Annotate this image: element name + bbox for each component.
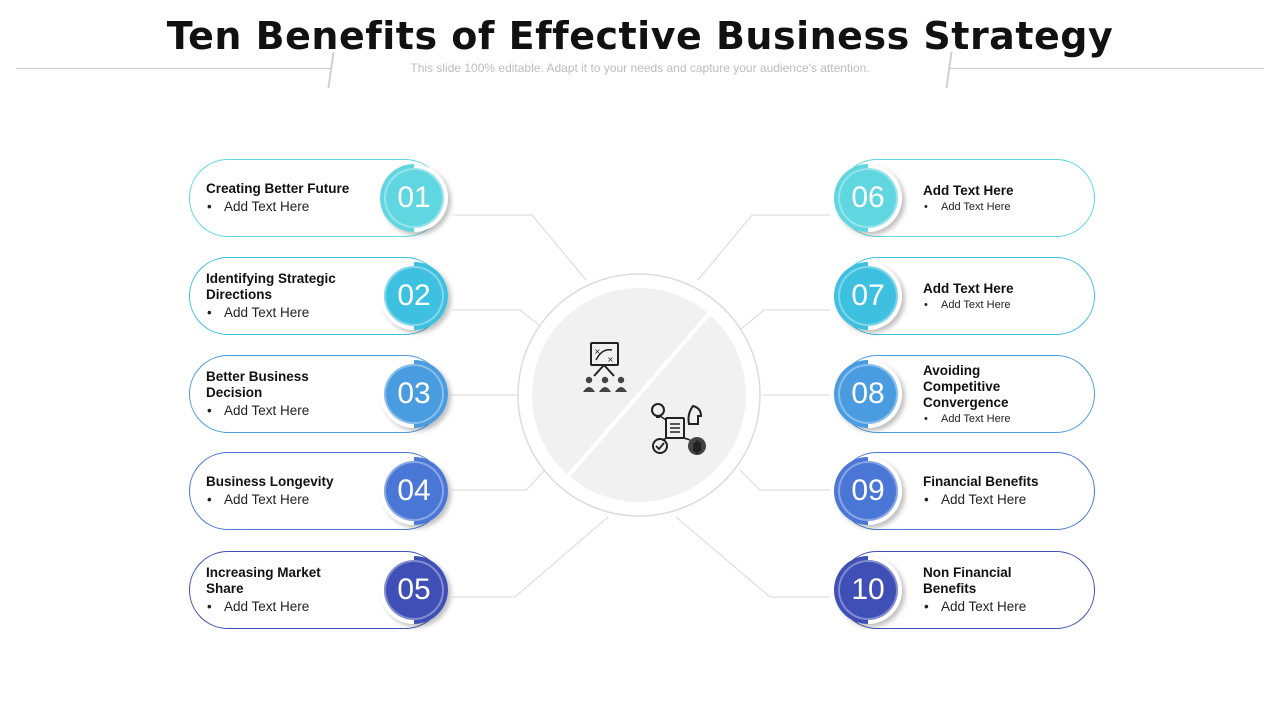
badge-number: 04 <box>384 461 444 521</box>
business-planning-icon: $ <box>651 403 706 455</box>
badge-number: 01 <box>384 168 444 228</box>
number-badge-10: 10 <box>834 556 902 624</box>
number-badge-04: 04 <box>380 457 448 525</box>
benefit-bullet: Add Text Here <box>206 402 386 419</box>
badge-number: 09 <box>838 461 898 521</box>
benefit-card-text: Avoiding Competitive Convergence Add Tex… <box>923 356 1093 432</box>
benefit-heading: Creating Better Future <box>206 181 350 196</box>
benefit-bullet: Add Text Here <box>923 200 1093 214</box>
connector-05 <box>452 516 609 598</box>
connector-10 <box>675 516 830 598</box>
badge-number: 10 <box>838 560 898 620</box>
svg-text:$: $ <box>693 440 701 454</box>
benefit-heading: Increasing Market Share <box>206 565 321 596</box>
number-badge-02: 02 <box>380 262 448 330</box>
connector-01 <box>452 214 587 281</box>
badge-number: 08 <box>838 364 898 424</box>
benefit-card-text: Better Business Decision Add Text Here <box>206 356 386 432</box>
badge-number: 06 <box>838 168 898 228</box>
benefit-heading: Avoiding Competitive Convergence <box>923 362 1009 410</box>
number-badge-03: 03 <box>380 360 448 428</box>
benefit-card-text: Add Text Here Add Text Here <box>923 258 1093 334</box>
svg-text:×: × <box>594 347 601 356</box>
benefit-bullet: Add Text Here <box>923 298 1093 312</box>
badge-number: 02 <box>384 266 444 326</box>
benefit-card-text: Financial Benefits Add Text Here <box>923 453 1093 529</box>
number-badge-07: 07 <box>834 262 902 330</box>
benefit-bullet: Add Text Here <box>206 198 386 215</box>
number-badge-08: 08 <box>834 360 902 428</box>
number-badge-01: 01 <box>380 164 448 232</box>
benefit-heading: Add Text Here <box>923 280 1014 296</box>
slide-header: Ten Benefits of Effective Business Strat… <box>0 0 1280 100</box>
benefit-bullet: Add Text Here <box>206 491 386 508</box>
number-badge-05: 05 <box>380 556 448 624</box>
benefit-bullet: Add Text Here <box>923 412 1093 426</box>
slide-subtitle: This slide 100% editable. Adapt it to yo… <box>410 61 870 75</box>
benefit-card-text: Increasing Market Share Add Text Here <box>206 552 386 628</box>
header-rule-right <box>950 68 1264 69</box>
number-badge-06: 06 <box>834 164 902 232</box>
slide-title: Ten Benefits of Effective Business Strat… <box>166 14 1114 58</box>
benefit-card-text: Business Longevity Add Text Here <box>206 453 386 529</box>
benefit-card-text: Add Text Here Add Text Here <box>923 160 1093 236</box>
benefit-bullet: Add Text Here <box>923 491 1093 508</box>
benefit-heading: Add Text Here <box>923 182 1014 198</box>
header-rule-left <box>16 68 332 69</box>
badge-number: 07 <box>838 266 898 326</box>
svg-text:×: × <box>607 355 614 364</box>
connector-09 <box>739 469 830 491</box>
benefit-heading: Non Financial Benefits <box>923 565 1012 596</box>
benefit-card-text: Identifying Strategic Directions Add Tex… <box>206 258 386 334</box>
connector-07 <box>739 309 830 331</box>
connector-02 <box>452 309 546 331</box>
center-divider <box>566 312 711 478</box>
benefit-heading: Business Longevity <box>206 474 334 489</box>
connector-06 <box>697 214 830 281</box>
badge-number: 05 <box>384 560 444 620</box>
benefit-heading: Financial Benefits <box>923 474 1039 489</box>
badge-number: 03 <box>384 364 444 424</box>
benefit-heading: Better Business Decision <box>206 369 309 400</box>
benefit-bullet: Add Text Here <box>923 598 1093 615</box>
number-badge-09: 09 <box>834 457 902 525</box>
benefit-bullet: Add Text Here <box>206 304 386 321</box>
connector-04 <box>452 469 546 491</box>
strategy-presentation-icon: × × <box>583 342 627 392</box>
benefit-card-text: Non Financial Benefits Add Text Here <box>923 552 1093 628</box>
benefit-bullet: Add Text Here <box>206 598 386 615</box>
benefit-card-text: Creating Better Future Add Text Here <box>206 160 386 236</box>
benefit-heading: Identifying Strategic Directions <box>206 271 336 302</box>
connector-lines <box>452 214 830 598</box>
